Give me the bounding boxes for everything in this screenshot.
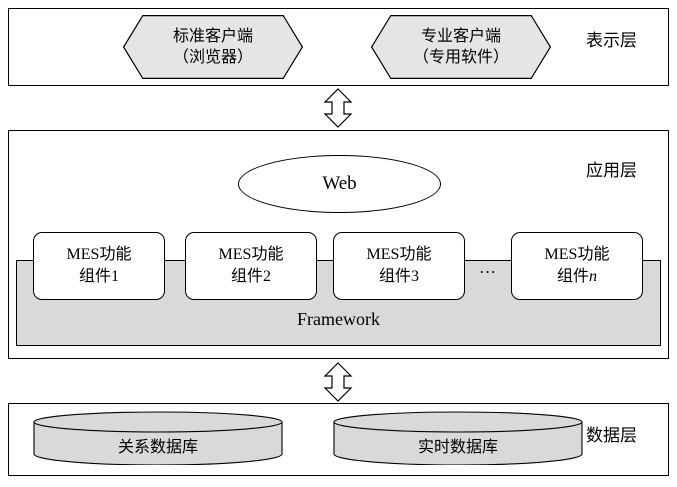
mes-component-3-line-1: MES功能 — [366, 246, 432, 263]
data-layer-title: 数据层 — [586, 426, 637, 445]
realtime-database-node[interactable]: 实时数据库 — [333, 411, 583, 465]
mes-component-2-line-1: MES功能 — [218, 246, 284, 263]
relational-database-node[interactable]: 关系数据库 — [33, 411, 283, 465]
standard-client-line-1: 标准客户端 — [172, 28, 253, 45]
mes-component-1-line-1: MES功能 — [66, 246, 132, 263]
mes-component-n-prefix: 组件 — [556, 268, 589, 285]
mes-component-1-index: 1 — [111, 268, 119, 285]
application-layer-title: 应用层 — [586, 161, 637, 180]
mes-component-1-line-2: 组件1 — [79, 266, 119, 288]
relational-database-label: 关系数据库 — [117, 439, 198, 456]
mes-component-n-index: n — [589, 268, 597, 285]
mes-component-3-prefix: 组件 — [378, 268, 411, 285]
connector-presentation-application — [321, 88, 355, 128]
mes-component-2-prefix: 组件 — [230, 268, 263, 285]
standard-client-line-2: （浏览器） — [172, 49, 253, 66]
mes-component-n-line-1: MES功能 — [544, 246, 610, 263]
mes-component-2-index: 2 — [263, 268, 271, 285]
presentation-layer-title: 表示层 — [586, 31, 637, 50]
mes-component-n[interactable]: MES功能 组件n — [511, 232, 643, 300]
mes-component-2-line-2: 组件2 — [231, 266, 271, 288]
mes-component-3-line-2: 组件3 — [379, 266, 419, 288]
connector-application-data — [321, 362, 355, 402]
web-node[interactable]: Web — [238, 155, 441, 213]
professional-client-line-1: 专业客户端 — [420, 28, 501, 45]
mes-component-3[interactable]: MES功能 组件3 — [333, 232, 465, 300]
professional-client-node[interactable]: 专业客户端 （专用软件） — [371, 15, 551, 79]
framework-label: Framework — [297, 309, 380, 329]
professional-client-line-2: （专用软件） — [412, 49, 509, 66]
mes-component-3-index: 3 — [411, 268, 419, 285]
mes-component-1-prefix: 组件 — [78, 268, 111, 285]
mes-component-n-line-2: 组件n — [557, 266, 597, 288]
components-ellipsis: … — [479, 258, 497, 277]
mes-component-2[interactable]: MES功能 组件2 — [185, 232, 317, 300]
standard-client-node[interactable]: 标准客户端 （浏览器） — [123, 15, 303, 79]
mes-component-1[interactable]: MES功能 组件1 — [33, 232, 165, 300]
presentation-layer-box — [8, 8, 669, 86]
realtime-database-label: 实时数据库 — [417, 439, 498, 456]
